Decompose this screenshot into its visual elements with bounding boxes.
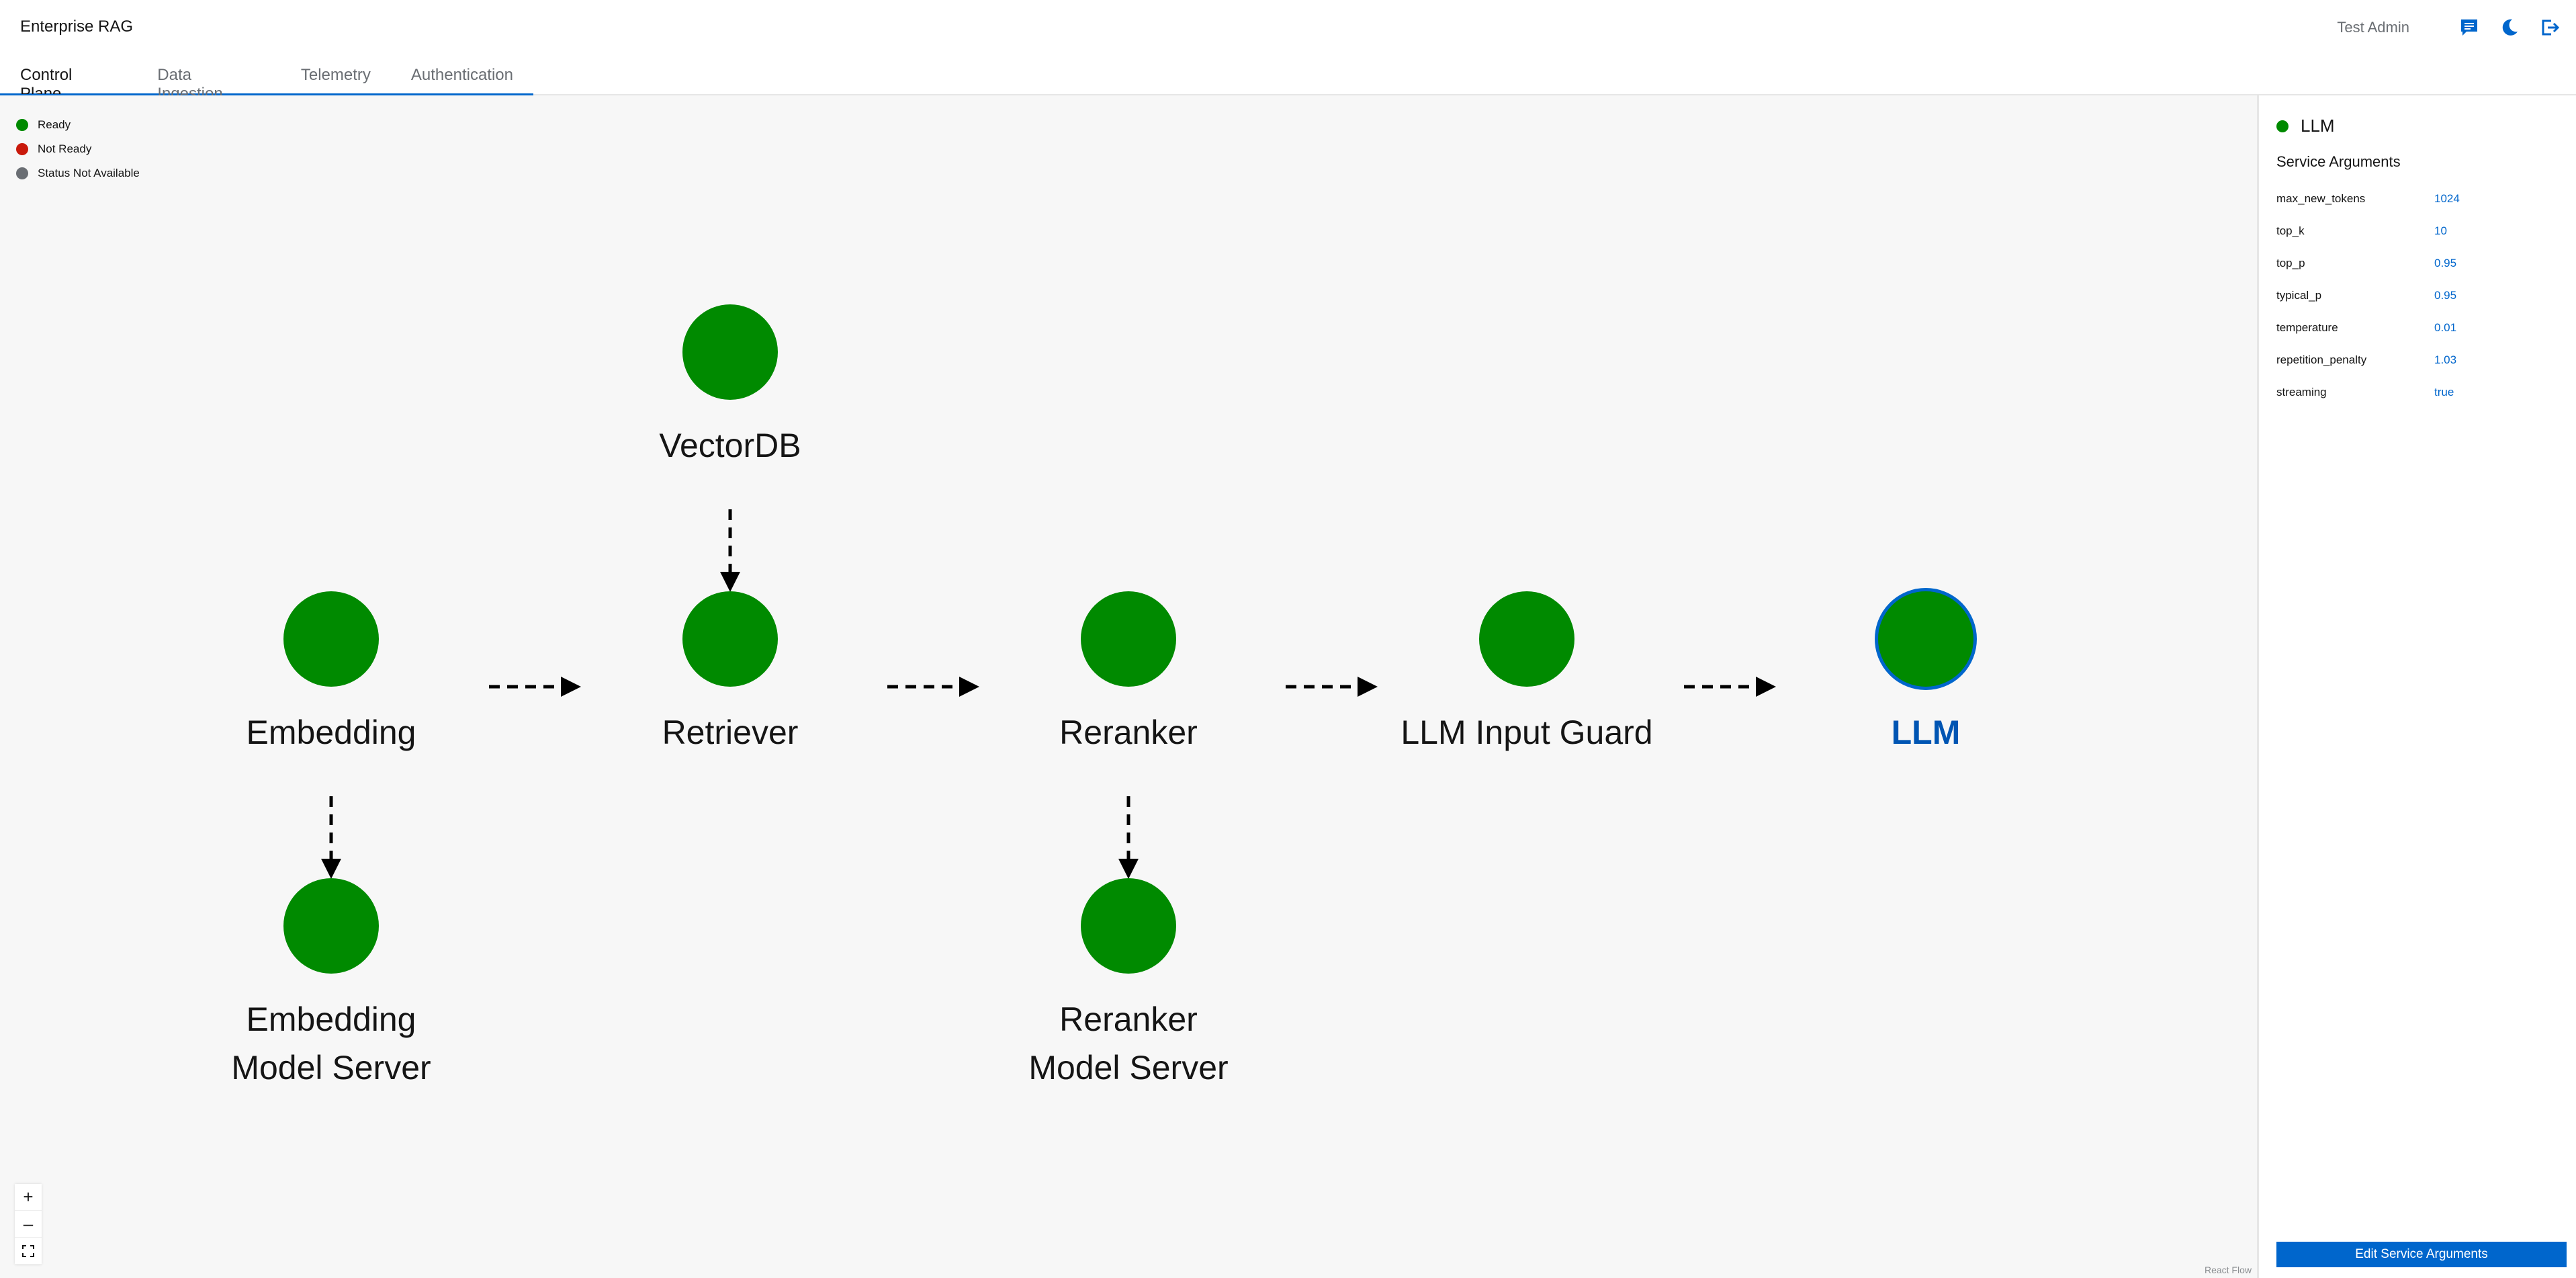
arg-name: typical_p (2276, 289, 2322, 302)
unknown-dot-icon (16, 167, 28, 179)
arg-row-max-new-tokens: max_new_tokens 1024 (2276, 183, 2559, 215)
arg-row-top-k: top_k 10 (2276, 215, 2559, 247)
legend-label: Ready (38, 118, 71, 131)
tab-data-ingestion[interactable]: Data Ingestion (157, 66, 223, 103)
fit-view-icon (22, 1244, 34, 1257)
node-label: VectorDB (659, 427, 801, 464)
arg-name: temperature (2276, 321, 2338, 334)
flow-edges (321, 509, 1776, 879)
node-reranker-model-server[interactable]: Reranker Model Server (987, 878, 1270, 1092)
legend-item-status-not-available: Status Not Available (16, 161, 140, 185)
node-label: Embedding (246, 714, 416, 751)
arg-row-typical-p: typical_p 0.95 (2276, 280, 2559, 312)
service-arguments-list: max_new_tokens 1024 top_k 10 top_p 0.95 … (2276, 183, 2559, 409)
zoom-controls: + – (15, 1184, 42, 1265)
arg-row-top-p: top_p 0.95 (2276, 247, 2559, 280)
service-arguments-heading: Service Arguments (2276, 153, 2401, 170)
node-llm-input-guard[interactable]: LLM Input Guard (1386, 591, 1668, 757)
status-circle[interactable] (283, 878, 379, 974)
arg-name: top_k (2276, 224, 2305, 237)
node-vectordb[interactable]: VectorDB (589, 304, 871, 470)
node-label: Embedding Model Server (231, 1000, 431, 1087)
status-circle-selected[interactable] (1875, 588, 1977, 690)
arg-row-streaming: streaming true (2276, 376, 2559, 409)
arg-value: 0.01 (2434, 321, 2457, 334)
node-embedding[interactable]: Embedding (190, 591, 472, 757)
app-header: Enterprise RAG Test Admin Control Plane … (0, 0, 2576, 103)
tab-bar: Control Plane Data Ingestion Telemetry A… (0, 59, 533, 103)
panel-service-name: LLM (2301, 116, 2335, 136)
edit-service-arguments-button[interactable]: Edit Service Arguments (2276, 1242, 2567, 1267)
logout-icon[interactable] (2537, 15, 2563, 40)
chat-icon[interactable] (2456, 15, 2482, 40)
arg-value: 1024 (2434, 192, 2460, 205)
status-circle[interactable] (283, 591, 379, 687)
arg-value: 0.95 (2434, 289, 2457, 302)
fit-view-button[interactable] (15, 1238, 42, 1265)
service-details-panel: LLM Service Arguments max_new_tokens 102… (2257, 95, 2576, 1278)
node-llm[interactable]: LLM (1785, 588, 2067, 757)
status-circle[interactable] (1081, 878, 1176, 974)
node-label: LLM Input Guard (1401, 714, 1653, 751)
tab-telemetry[interactable]: Telemetry (300, 66, 371, 84)
app-title: Enterprise RAG (20, 17, 134, 36)
node-label: Retriever (662, 714, 799, 751)
zoom-in-button[interactable]: + (15, 1184, 42, 1211)
legend-label: Status Not Available (38, 167, 140, 179)
legend-item-ready: Ready (16, 113, 140, 137)
node-label: Reranker (1059, 714, 1198, 751)
arg-name: streaming (2276, 386, 2327, 398)
moon-icon[interactable] (2497, 15, 2522, 40)
legend-label: Not Ready (38, 142, 92, 155)
arg-value: true (2434, 386, 2454, 398)
ready-dot-icon (16, 119, 28, 131)
node-embedding-model-server[interactable]: Embedding Model Server (190, 878, 472, 1092)
arg-value: 0.95 (2434, 257, 2457, 269)
tab-authentication[interactable]: Authentication (410, 66, 513, 84)
react-flow-attribution[interactable]: React Flow (2204, 1265, 2252, 1275)
status-circle[interactable] (1081, 591, 1176, 687)
status-circle[interactable] (682, 304, 778, 400)
tab-control-plane[interactable]: Control Plane (0, 59, 138, 103)
status-dot-icon (2276, 120, 2289, 132)
node-label: Reranker Model Server (1028, 1000, 1229, 1087)
arg-row-repetition-penalty: repetition_penalty 1.03 (2276, 344, 2559, 376)
node-label: LLM (1891, 714, 1961, 751)
arg-name: max_new_tokens (2276, 192, 2366, 205)
status-legend: Ready Not Ready Status Not Available (16, 113, 140, 185)
status-circle[interactable] (1479, 591, 1574, 687)
arg-value: 10 (2434, 224, 2447, 237)
zoom-out-button[interactable]: – (15, 1211, 42, 1238)
arg-row-temperature: temperature 0.01 (2276, 312, 2559, 344)
arg-name: top_p (2276, 257, 2305, 269)
arg-value: 1.03 (2434, 353, 2457, 366)
node-retriever[interactable]: Retriever (589, 591, 871, 757)
not-ready-dot-icon (16, 143, 28, 155)
arg-name: repetition_penalty (2276, 353, 2367, 366)
user-name[interactable]: Test Admin (2337, 19, 2409, 36)
node-reranker[interactable]: Reranker (987, 591, 1270, 757)
flow-canvas[interactable]: Ready Not Ready Status Not Available (0, 95, 2257, 1278)
status-circle[interactable] (682, 591, 778, 687)
panel-header: LLM (2276, 116, 2335, 136)
legend-item-not-ready: Not Ready (16, 137, 140, 161)
